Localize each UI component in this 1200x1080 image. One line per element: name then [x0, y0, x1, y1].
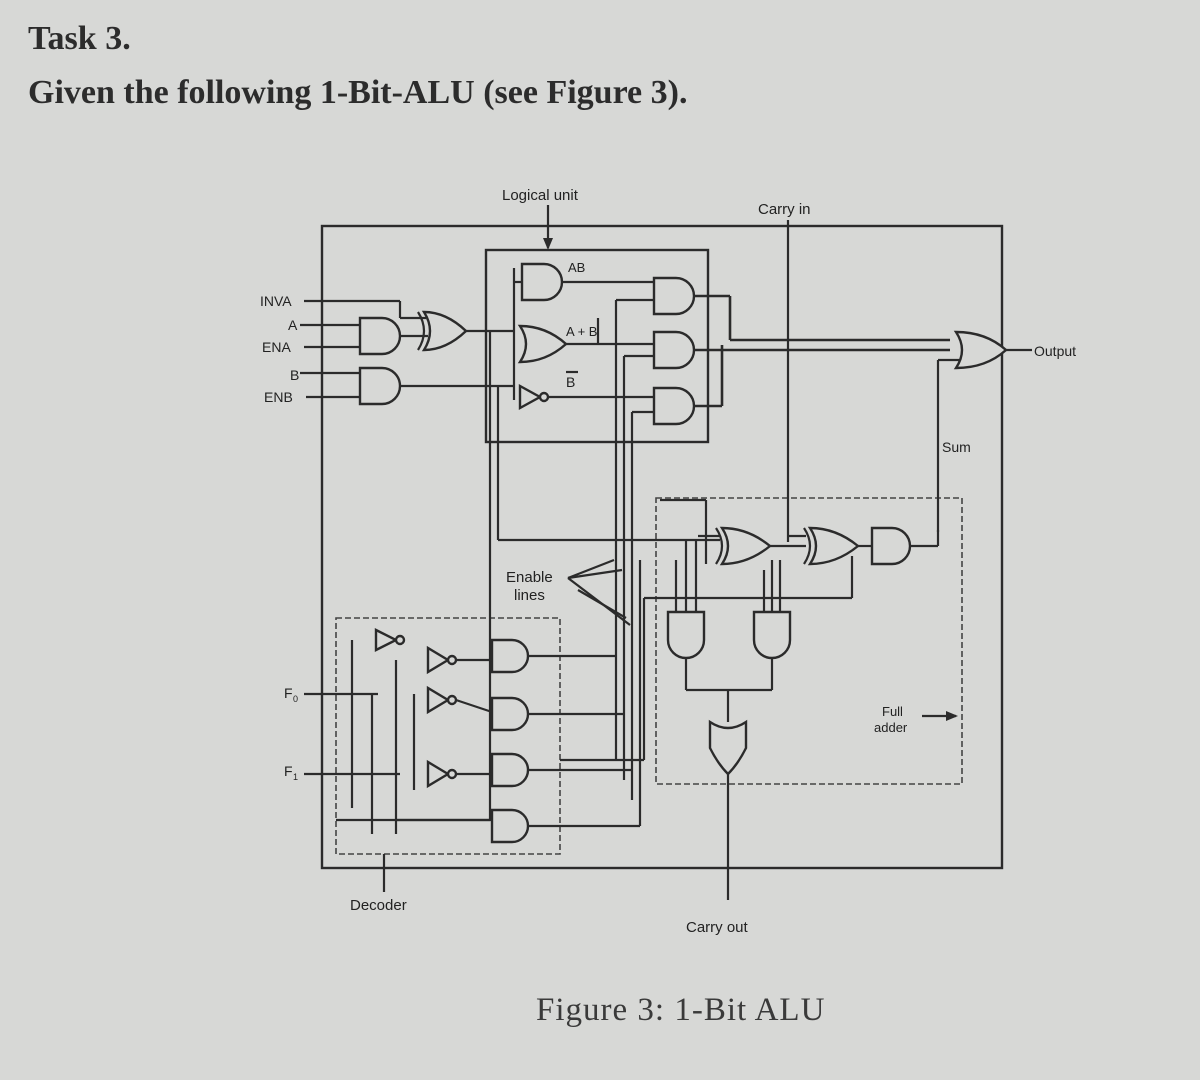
- f1-subscript: 1: [293, 772, 298, 782]
- enable-and-gate-1: [652, 276, 696, 316]
- b-not-label: B: [566, 374, 575, 390]
- b-input-label: B: [290, 367, 299, 383]
- enable-and-gate-3: [652, 386, 696, 426]
- decoder-not-gate-1: [374, 628, 399, 652]
- decoder-and-gate-1: [490, 638, 530, 674]
- output-or-gate: [953, 330, 1008, 370]
- figure-caption: Figure 3: 1-Bit ALU: [536, 992, 826, 1028]
- f1-label: F: [284, 763, 293, 779]
- and-gate-ab: [520, 262, 564, 302]
- a-or-b-label: A + B: [566, 324, 597, 339]
- task-prompt: Given the following 1-Bit-ALU (see Figur…: [28, 74, 688, 111]
- enable-lines-label-1: Enable: [506, 569, 553, 586]
- ab-label: AB: [568, 260, 585, 275]
- carry-in-label: Carry in: [758, 201, 811, 218]
- logical-unit-box: [484, 248, 710, 444]
- and-gate-carry-2: [752, 610, 792, 660]
- inva-label: INVA: [260, 293, 292, 309]
- sum-label: Sum: [942, 439, 971, 455]
- logical-unit-label: Logical unit: [502, 187, 579, 204]
- full-adder-label-line1: Full: [882, 704, 903, 719]
- and-gate-sum-enable: [870, 526, 912, 566]
- f0-subscript: 0: [293, 694, 298, 704]
- not-gate-b: [518, 383, 543, 411]
- or-gate-carry-out: [708, 719, 748, 776]
- enable-and-gate-2: [652, 330, 696, 370]
- enb-label: ENB: [264, 389, 293, 405]
- decoder-label: Decoder: [350, 897, 407, 914]
- and-gate-b-enb: [358, 366, 402, 406]
- xor-gate-inva: [421, 310, 468, 352]
- decoder-box: [335, 617, 561, 855]
- carry-out-label: Carry out: [686, 919, 749, 936]
- decoder-and-gate-3: [490, 752, 530, 788]
- and-gate-a-ena: [358, 316, 402, 356]
- decoder-and-gate-2: [490, 696, 530, 732]
- output-label: Output: [1034, 343, 1076, 359]
- a-input-label: A: [288, 317, 298, 333]
- decoder-not-gate-2: [426, 645, 451, 675]
- ena-label: ENA: [262, 339, 291, 355]
- and-gate-carry-1: [666, 610, 706, 660]
- decoder-not-gate-4: [426, 759, 451, 789]
- decoder-and-gate-4: [490, 808, 530, 844]
- f0-label: F: [284, 685, 293, 701]
- full-adder-label-line2: adder: [874, 720, 908, 735]
- xor-gate-adder-1: [719, 526, 772, 566]
- task-title: Task 3.: [28, 20, 131, 57]
- xor-gate-adder-2: [807, 526, 860, 566]
- enable-lines-label-2: lines: [514, 587, 545, 604]
- alu-outer-box: [320, 224, 1004, 870]
- decoder-not-gate-3: [426, 685, 451, 715]
- or-gate-a-or-b: [517, 324, 568, 364]
- full-adder-box: [655, 497, 963, 785]
